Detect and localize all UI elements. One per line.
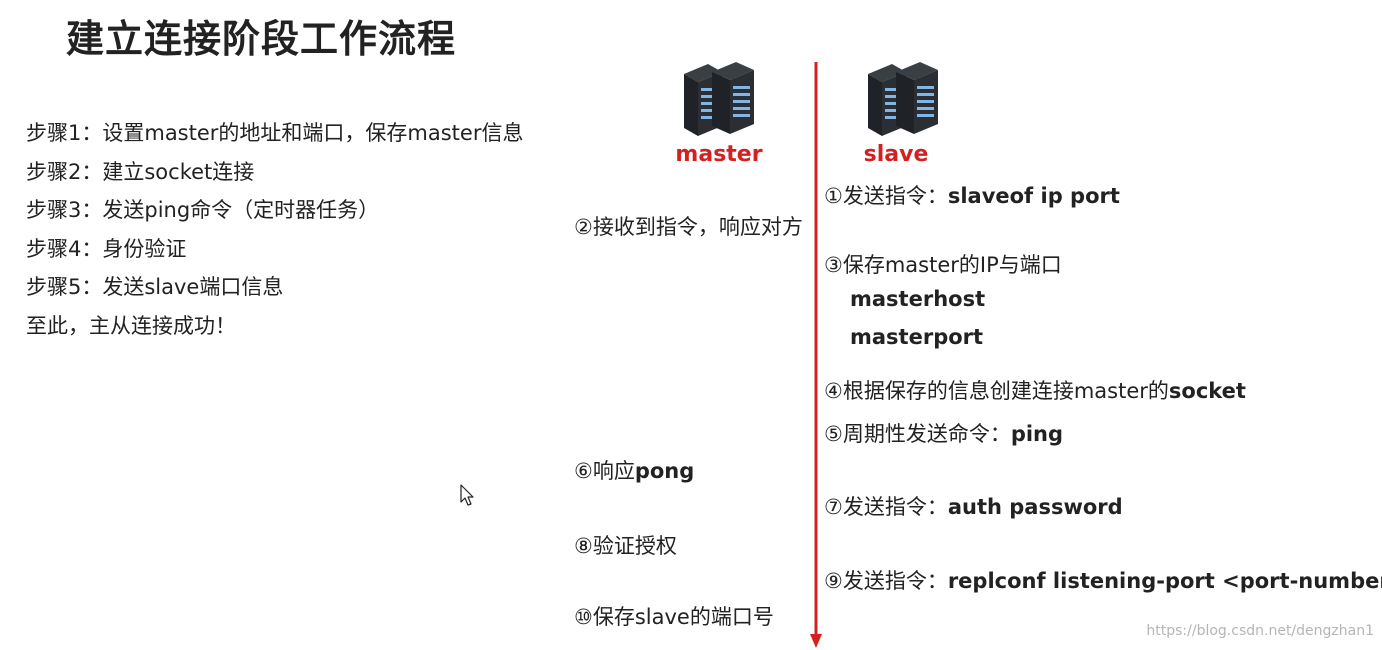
message-6-command: pong [634, 459, 695, 483]
message-5-text: 周期性发送命令： [842, 422, 1011, 446]
step-item-1: 步骤1：设置master的地址和端口，保存master信息 [26, 121, 524, 145]
message-1-number: ① [824, 184, 843, 208]
message-5-number: ⑤ [824, 422, 843, 446]
message-4-number: ④ [824, 379, 843, 403]
message-4: ④根据保存的信息创建连接master的socket [824, 375, 1246, 405]
page-title: 建立连接阶段工作流程 [66, 17, 457, 61]
watermark: https://blog.csdn.net/dengzhan1 [1146, 623, 1374, 639]
timeline-arrow [810, 62, 822, 648]
steps-list: 步骤1：设置master的地址和端口，保存master信息 步骤2：建立sock… [26, 114, 523, 345]
message-10: ⑩保存slave的端口号 [574, 601, 774, 631]
message-10-number: ⑩ [574, 605, 593, 629]
message-3-masterport: masterport [850, 325, 984, 349]
message-3-masterhost: masterhost [850, 287, 986, 311]
message-10-text: 保存slave的端口号 [592, 605, 774, 629]
message-2-text: 接收到指令，响应对方 [592, 215, 803, 239]
message-1: ①发送指令：slaveof ip port [824, 180, 1120, 210]
message-6-number: ⑥ [574, 459, 593, 483]
message-2: ②接收到指令，响应对方 [574, 211, 803, 241]
message-8-number: ⑧ [574, 534, 593, 558]
message-5-command: ping [1010, 422, 1064, 446]
message-4-text: 根据保存的信息创建连接master的 [842, 379, 1169, 403]
message-9-number: ⑨ [824, 569, 843, 593]
mouse-pointer-icon [460, 484, 474, 506]
master-server-icon [684, 62, 754, 136]
message-7: ⑦发送指令：auth password [824, 491, 1123, 521]
message-1-command: slaveof ip port [947, 184, 1120, 208]
step-conclusion: 至此，主从连接成功！ [26, 313, 236, 338]
message-3-text: 保存master的IP与端口 [842, 253, 1062, 277]
step-item-5: 步骤5：发送slave端口信息 [26, 275, 284, 299]
message-9-text: 发送指令： [842, 569, 948, 593]
message-2-number: ② [574, 215, 593, 239]
message-4-command: socket [1168, 379, 1246, 403]
step-item-3: 步骤3：发送ping命令（定时器任务） [26, 198, 380, 222]
message-6: ⑥响应pong [574, 455, 694, 485]
slave-server-icon [868, 62, 938, 136]
message-8: ⑧验证授权 [574, 530, 677, 560]
message-3: ③保存master的IP与端口 [824, 249, 1062, 279]
message-7-text: 发送指令： [842, 495, 948, 519]
message-7-number: ⑦ [824, 495, 843, 519]
slave-label: slave [863, 142, 929, 167]
message-6-text: 响应 [592, 459, 635, 483]
step-item-2: 步骤2：建立socket连接 [26, 159, 255, 184]
master-label: master [675, 142, 763, 167]
message-9-command: replconf listening-port <port-number> [947, 569, 1382, 593]
message-3-number: ③ [824, 253, 843, 277]
message-5: ⑤周期性发送命令：ping [824, 418, 1063, 448]
message-7-command: auth password [947, 495, 1123, 519]
message-8-text: 验证授权 [592, 534, 677, 558]
message-9: ⑨发送指令：replconf listening-port <port-numb… [824, 565, 1382, 595]
step-item-4: 步骤4：身份验证 [26, 236, 187, 261]
message-1-text: 发送指令： [842, 184, 948, 208]
